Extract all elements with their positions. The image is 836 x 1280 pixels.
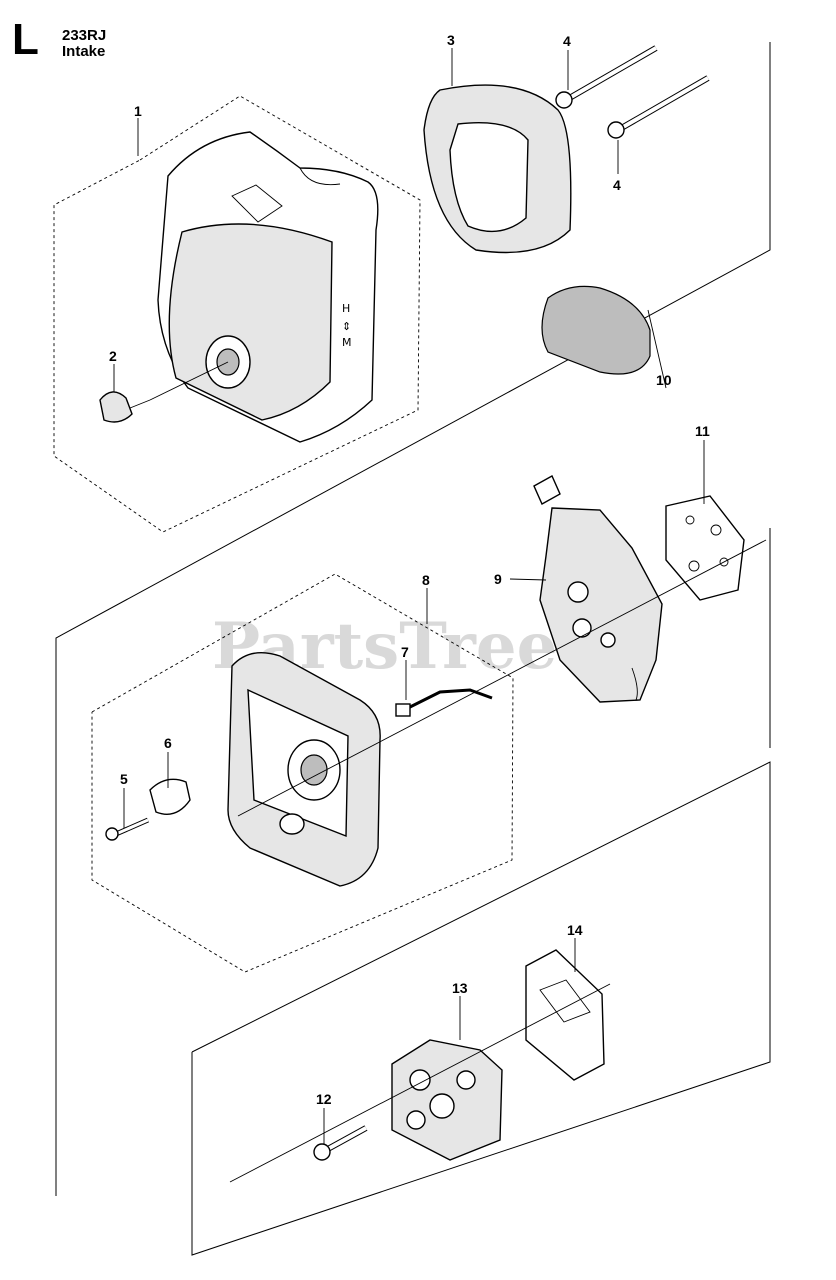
callout-8[interactable]: 8 [422,572,430,588]
callout-12[interactable]: 12 [316,1091,332,1107]
callout-14[interactable]: 14 [567,922,583,938]
callout-3[interactable]: 3 [447,32,455,48]
section-title: Intake [62,43,106,60]
housing-screw [105,817,150,841]
choke-rod [395,688,493,717]
carburetor-gasket [665,495,745,601]
intake-gasket [525,949,605,1081]
svg-text:H: H [342,302,350,315]
callout-1[interactable]: 1 [134,103,142,119]
air-filter-cover: H ⇕ M [157,131,379,443]
svg-text:M: M [342,336,352,349]
air-filter-element [423,84,572,254]
carburetor [533,475,663,703]
callout-4-lower[interactable]: 4 [613,177,621,193]
callout-10[interactable]: 10 [656,372,672,388]
callout-13[interactable]: 13 [452,980,468,996]
callout-5[interactable]: 5 [120,771,128,787]
model-number: 233RJ [62,27,107,44]
filter-housing [227,652,381,887]
callout-2[interactable]: 2 [109,348,117,364]
svg-text:⇕: ⇕ [342,320,351,333]
callout-6[interactable]: 6 [164,735,172,751]
section-letter: L [12,15,39,64]
callout-9[interactable]: 9 [494,571,502,587]
choke-plate [149,778,191,815]
adapter-screw [313,1125,368,1161]
intake-adapter [391,1039,503,1161]
housing-subframe [91,573,514,973]
leader-lines [113,48,767,1183]
callout-4-upper[interactable]: 4 [563,33,571,49]
carburetor-cover-boot [541,285,651,375]
callout-11[interactable]: 11 [695,423,710,439]
cover-knob [99,361,229,423]
long-screw-upper [555,45,658,109]
callout-7[interactable]: 7 [401,644,409,660]
long-screw-lower [607,75,710,139]
lower-assembly-frame [191,761,771,1256]
